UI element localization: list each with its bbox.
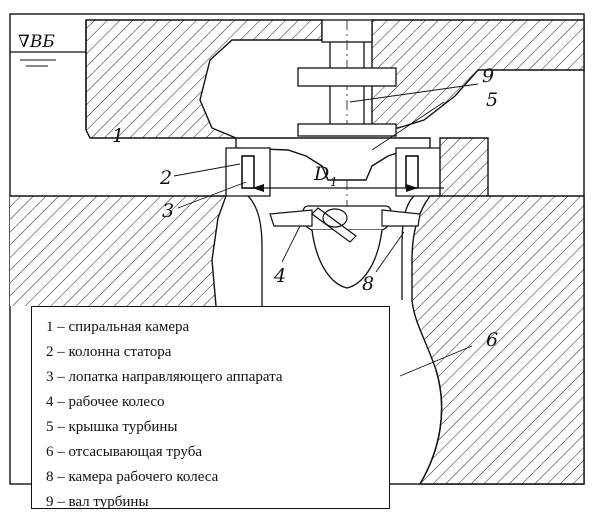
leader-2	[173, 163, 241, 177]
callout-2: 2	[159, 167, 172, 189]
stator-ring-right	[395, 147, 443, 197]
water-level-label: ∇ВБ	[18, 32, 55, 52]
legend-item: 2 – колонна статора	[46, 344, 172, 360]
runner-blade-left	[269, 209, 313, 227]
legend: 1 – спиральная камера 2 – колонна статор…	[31, 306, 390, 510]
leader-6	[399, 345, 473, 377]
callout-3: 3	[162, 200, 174, 222]
callout-9: 9	[482, 65, 494, 87]
guide-vane-right	[405, 155, 419, 189]
guide-vane-left	[241, 155, 255, 189]
dimension-arrow-right	[406, 184, 418, 192]
legend-item: 8 – камера рабочего колеса	[46, 469, 219, 485]
callout-1: 1	[112, 125, 124, 147]
leader-8	[375, 231, 405, 273]
legend-item: 1 – спиральная камера	[46, 319, 190, 335]
leader-3	[177, 181, 247, 209]
leader-5	[371, 101, 445, 151]
dimension-subscript: 1	[330, 175, 338, 189]
runner-blade-right	[381, 209, 421, 227]
runner-cone	[311, 229, 383, 289]
leader-4	[281, 225, 301, 263]
dimension-label: D	[313, 163, 329, 185]
legend-item: 5 – крышка турбины	[46, 419, 178, 435]
lower-left-concrete	[10, 196, 226, 306]
runner-chamber-left	[247, 195, 263, 306]
callout-8: 8	[362, 273, 374, 295]
leader-9	[349, 83, 479, 103]
draft-tube-wall	[419, 369, 443, 485]
callout-6: 6	[486, 329, 498, 351]
callout-4: 4	[273, 265, 286, 287]
upper-left-concrete	[85, 19, 323, 139]
legend-item: 6 – отсасывающая труба	[46, 444, 203, 460]
callout-5: 5	[486, 89, 498, 111]
shaft-coupling	[297, 67, 397, 87]
legend-item: 4 – рабочее колесо	[46, 394, 165, 410]
dimension-arrow-left	[252, 184, 264, 192]
legend-item: 9 – вал турбины	[46, 494, 149, 510]
legend-item: 3 – лопатка направляющего аппарата	[46, 369, 283, 385]
shaft-flange	[297, 123, 397, 137]
upper-right-concrete	[371, 19, 585, 129]
